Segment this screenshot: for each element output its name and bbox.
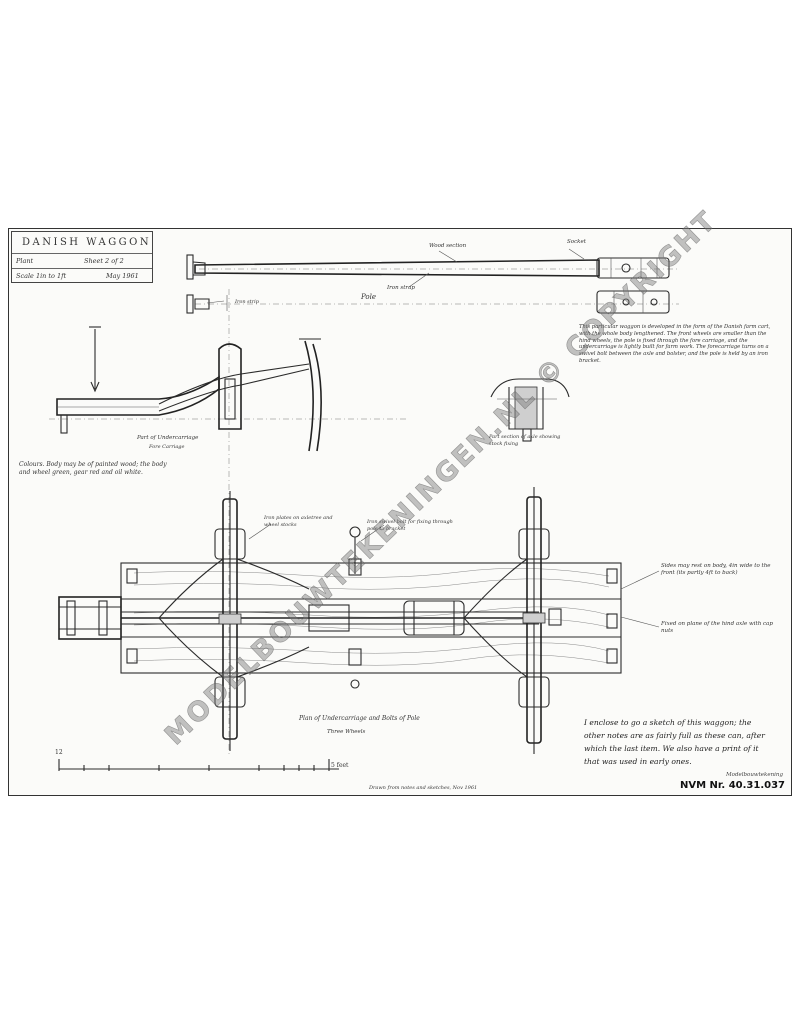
right-note-2: Fixed on plane of the hind axle with cap… [661,621,773,635]
side-view-drawing [49,326,409,452]
pole-note-top-right: Socket [567,239,586,245]
title-row-3-left: Scale 1in to 1ft [16,272,67,280]
drawing-title: DANISH WAGGON [12,232,152,254]
title-row-3-right: May 1961 [106,272,139,280]
nvm-number: NVM Nr. 40.31.037 [680,780,785,791]
pole-note-top: Wood section [429,243,467,249]
side-view-label: Part of Undercarriage [137,435,199,441]
drawing-sheet: DANISH WAGGON Plant Sheet 2 of 2 Scale 1… [8,204,792,796]
title-row-3: Scale 1in to 1ft May 1961 [12,269,152,284]
plan-view-drawing [58,487,660,754]
scale-label-left: 12 [55,749,63,756]
title-row-2: Plant Sheet 2 of 2 [12,254,152,269]
pole-note-bottom: Iron strap [387,285,415,291]
handwritten-note: I enclose to go a sketch of this waggon;… [584,718,765,766]
section-detail [490,378,570,442]
description-note: This particular waggon is developed in t… [579,324,771,364]
bottom-credit: Drawn from notes and sketches, Nov 1961 [369,785,478,791]
title-row-2-right: Sheet 2 of 2 [84,257,124,265]
scale-label-right: 5 feet [331,762,349,769]
plan-note-left: Iron plates on axletree and wheel stocks [264,515,333,528]
title-row-2-left: Plant [16,257,34,265]
scale-bar [58,759,339,771]
right-note-1: Sides may rest on body, 4in wide to the … [661,563,771,577]
nvm-label: Modelbouwtekening [726,772,783,778]
pole-label: Pole [361,293,377,301]
plan-caption-sub: Three Wheels [327,729,366,735]
side-view-sub-label: Fore Carriage [149,444,185,450]
technical-drawing [49,248,679,771]
pole-drawing [186,248,679,754]
title-block: DANISH WAGGON Plant Sheet 2 of 2 Scale 1… [11,231,153,283]
plan-caption: Plan of Undercarriage and Bolts of Pole [299,715,420,722]
pole-small-dim: Iron strip [235,299,259,305]
section-caption: Part section of axle showing stock fixin… [489,434,561,447]
colours-note: Colours. Body may be of painted wood; th… [19,461,167,476]
plan-note-mid: Iron swivel bolt for fixing through pole… [367,519,453,532]
